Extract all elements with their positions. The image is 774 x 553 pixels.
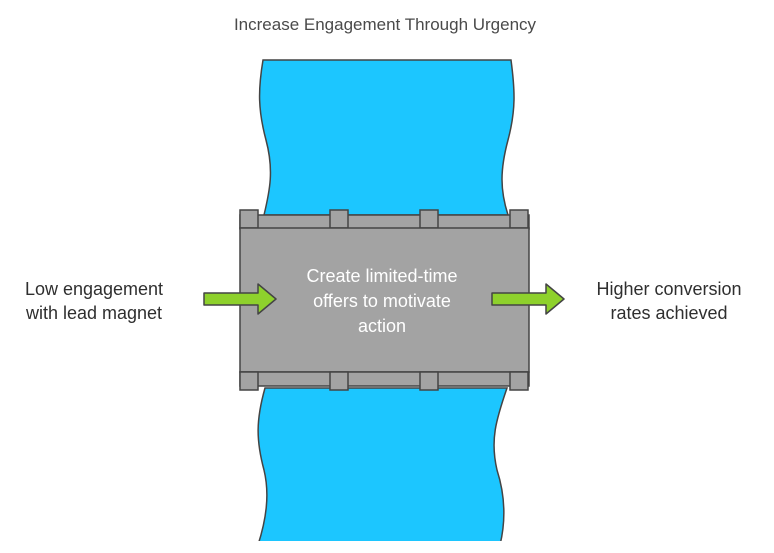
left-label: Low engagement with lead magnet bbox=[25, 279, 163, 323]
arrow-right-icon bbox=[203, 283, 277, 315]
bridge-post bbox=[509, 371, 529, 391]
bridge-top-rail bbox=[239, 214, 530, 230]
bridge-deck bbox=[239, 227, 530, 373]
bridge-post bbox=[239, 371, 259, 391]
center-label-line: Create limited-time bbox=[306, 266, 457, 286]
bridge-post bbox=[329, 371, 349, 391]
left-label-line: Low engagement bbox=[25, 279, 163, 299]
bridge-bottom-rail bbox=[239, 371, 530, 387]
river-lower-illustration bbox=[256, 387, 509, 546]
center-label-line: action bbox=[358, 316, 406, 336]
right-label-line: Higher conversion bbox=[596, 279, 741, 299]
left-label-line: with lead magnet bbox=[25, 303, 162, 323]
river-illustration bbox=[258, 59, 515, 216]
bridge-post bbox=[419, 371, 439, 391]
bridge-post bbox=[509, 209, 529, 229]
center-label-line: offers to motivate bbox=[313, 291, 451, 311]
right-label: Higher conversion rates achieved bbox=[596, 279, 741, 323]
bridge-post bbox=[329, 209, 349, 229]
river-crop bbox=[256, 541, 508, 553]
center-label: Create limited-time offers to motivate a… bbox=[306, 266, 457, 336]
bridge-post bbox=[239, 209, 259, 229]
bridge-post bbox=[419, 209, 439, 229]
diagram-title: Increase Engagement Through Urgency bbox=[234, 15, 537, 34]
arrow-right-icon bbox=[491, 283, 565, 315]
right-label-line: rates achieved bbox=[610, 303, 727, 323]
